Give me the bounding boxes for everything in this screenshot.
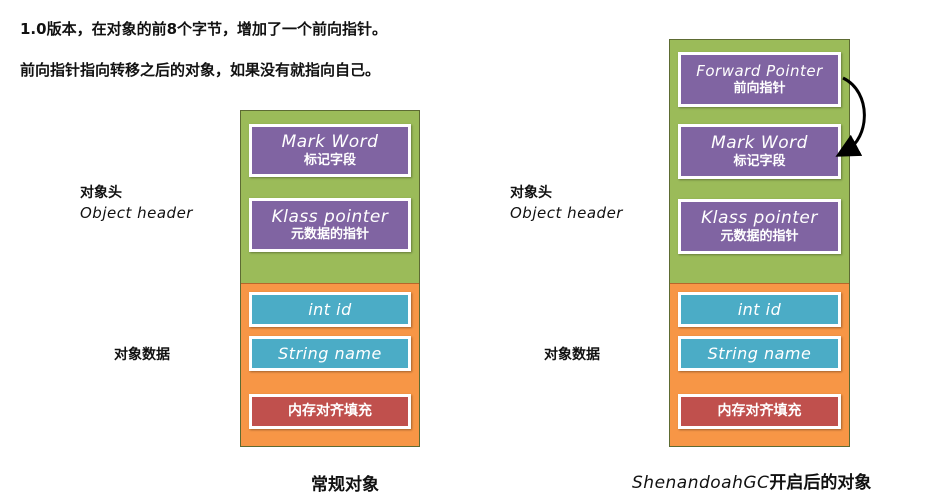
left-caption: 常规对象 (311, 475, 379, 495)
left-data-region: int id String name 内存对齐填充 (241, 283, 419, 446)
right-forward-pointer-en: Forward Pointer (696, 62, 823, 81)
left-header-region: Mark Word 标记字段 Klass pointer 元数据的指针 (241, 111, 419, 283)
right-klass-pointer-en: Klass pointer (701, 208, 818, 228)
left-object-data-label: 对象数据 (114, 347, 170, 363)
left-object-header-label: 对象头 Object header (80, 182, 193, 222)
left-object-header-label-en: Object header (80, 204, 193, 222)
right-object-layout: Forward Pointer 前向指针 Mark Word 标记字段 Klas… (669, 39, 850, 447)
left-padding-field: 内存对齐填充 (249, 394, 411, 429)
left-object-layout: Mark Word 标记字段 Klass pointer 元数据的指针 int … (240, 110, 420, 447)
left-int-id-field: int id (249, 292, 411, 327)
forward-pointer-arrow-path (835, 76, 866, 157)
left-klass-pointer-en: Klass pointer (271, 206, 389, 227)
left-mark-word-en: Mark Word (281, 132, 379, 152)
right-klass-pointer-zh: 元数据的指针 (720, 228, 799, 244)
intro-line-1: 1.0版本，在对象的前8个字节，增加了一个前向指针。 (20, 20, 388, 38)
right-header-region: Forward Pointer 前向指针 Mark Word 标记字段 Klas… (670, 40, 849, 283)
right-forward-pointer-field: Forward Pointer 前向指针 (678, 52, 841, 107)
right-object-header-label: 对象头 Object header (510, 182, 623, 222)
left-klass-pointer-field: Klass pointer 元数据的指针 (249, 198, 411, 252)
left-mark-word-zh: 标记字段 (303, 152, 356, 168)
left-mark-word-field: Mark Word 标记字段 (249, 124, 411, 177)
intro-line-2: 前向指针指向转移之后的对象，如果没有就指向自己。 (20, 61, 381, 79)
right-forward-pointer-zh: 前向指针 (733, 80, 786, 96)
right-caption-en: ShenandoahGC (632, 473, 770, 493)
left-string-name-field: String name (249, 336, 411, 371)
right-mark-word-en: Mark Word (711, 133, 808, 153)
right-caption-zh: 开启后的对象 (769, 473, 872, 493)
right-klass-pointer-field: Klass pointer 元数据的指针 (678, 199, 841, 254)
left-klass-pointer-zh: 元数据的指针 (290, 227, 369, 243)
right-mark-word-field: Mark Word 标记字段 (678, 124, 841, 179)
right-string-name-field: String name (678, 336, 841, 371)
right-caption: ShenandoahGC开启后的对象 (632, 468, 871, 493)
right-mark-word-zh: 标记字段 (733, 153, 786, 169)
right-data-region: int id String name 内存对齐填充 (670, 283, 849, 446)
right-int-id-field: int id (678, 292, 841, 327)
right-object-header-label-zh: 对象头 (510, 185, 552, 201)
right-object-data-label: 对象数据 (544, 347, 600, 363)
left-object-header-label-zh: 对象头 (80, 185, 122, 201)
right-padding-field: 内存对齐填充 (678, 394, 841, 429)
right-object-header-label-en: Object header (510, 204, 623, 222)
